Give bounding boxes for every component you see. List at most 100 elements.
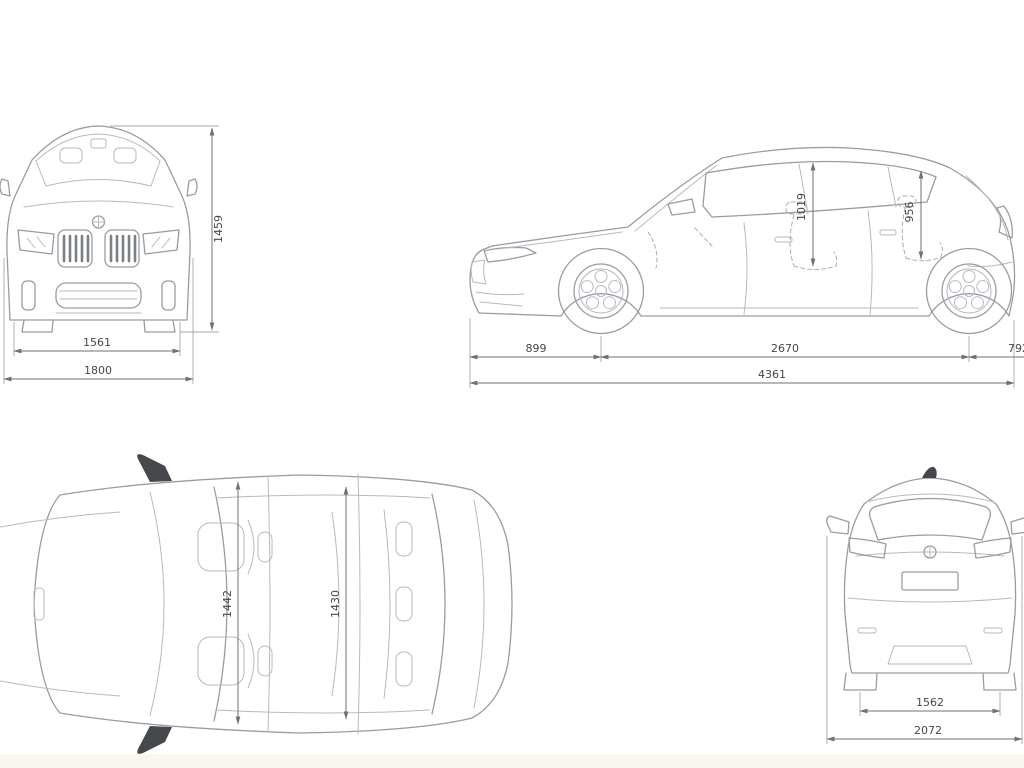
- rear-door-seam: [867, 210, 873, 316]
- front-view: 1459 1561 1800: [0, 125, 225, 384]
- reflector-left: [857, 627, 877, 634]
- spoiler-edge: [865, 493, 995, 503]
- dim-label-front-track: 1561: [83, 336, 111, 349]
- windshield-base: [149, 491, 165, 717]
- a-pillar-right: [150, 160, 161, 187]
- dim-interior-width-front: 1442: [221, 481, 241, 725]
- rear-view: 1562 2072: [826, 466, 1024, 744]
- mirror-top-left: [137, 454, 172, 482]
- front-lower-intake: [55, 282, 142, 309]
- hood-lines: [0, 511, 121, 697]
- interior-seats-dashed: [647, 195, 943, 270]
- headlight-left-detail: [26, 236, 46, 249]
- dim-width-mirrors: 2072: [826, 536, 1023, 744]
- roof-front-edge: [213, 486, 228, 722]
- rear-wheel-left: [843, 672, 878, 691]
- taillight-right: [973, 537, 1012, 559]
- front-wheel-right: [143, 319, 176, 333]
- hatch-seam: [965, 175, 1009, 241]
- side-body-outline: [469, 146, 1016, 317]
- headrest-right: [113, 147, 137, 164]
- license-plate: [901, 571, 959, 591]
- page-bottom-tint: [0, 754, 1024, 768]
- front-seats-top: [197, 519, 273, 689]
- front-body-outline: [6, 125, 191, 321]
- rear-bumper-top: [847, 597, 1013, 603]
- dim-height: 1459: [110, 125, 225, 333]
- side-view: 1019 956 899 2670 792 4361: [469, 146, 1024, 388]
- rear-mirror-right: [1010, 517, 1024, 535]
- rear-window-edge: [431, 493, 446, 715]
- door-handle-front: [774, 236, 793, 243]
- taillight-left: [848, 537, 887, 559]
- dim-width: 1800: [3, 258, 194, 384]
- dim-label-interior-width-front: 1442: [221, 590, 234, 618]
- rear-window: [868, 497, 992, 541]
- top-view: 1442 1430: [0, 454, 513, 754]
- hood-seam: [497, 231, 623, 250]
- front-bumper-line: [475, 291, 525, 307]
- dim-rear-track: 1562: [859, 692, 1001, 716]
- side-intake-left: [21, 280, 36, 311]
- intake-mesh: [59, 290, 138, 300]
- bmw-roundel-icon: [91, 215, 106, 229]
- dim-label-front-overhang: 899: [526, 342, 547, 355]
- dim-label-rear-track: 1562: [916, 696, 944, 709]
- dim-label-rear-overhang: 792: [1008, 342, 1024, 355]
- diffuser: [887, 645, 973, 665]
- side-intake-right: [161, 280, 176, 311]
- a-pillar-left: [35, 160, 47, 187]
- front-wheel: [557, 247, 645, 335]
- rear-body-outline: [843, 477, 1017, 674]
- dim-headroom-rear: 956: [903, 170, 924, 260]
- nose-grille: [470, 259, 487, 285]
- windshield-line: [634, 164, 718, 232]
- side-mirror-left: [0, 178, 11, 197]
- kidney-grille: [57, 229, 140, 268]
- reflector-right: [983, 627, 1003, 634]
- dim-label-wheelbase: 2670: [771, 342, 799, 355]
- hatch-edge: [473, 499, 485, 709]
- dim-label-height: 1459: [212, 215, 225, 243]
- dim-label-interior-width-rear: 1430: [329, 590, 342, 618]
- rearview-mirror: [90, 138, 107, 149]
- door-handle-rear: [879, 229, 897, 236]
- rear-bumper-line: [967, 261, 1013, 267]
- antenna-fin-icon: [922, 466, 937, 478]
- front-door-seam-top: [267, 475, 271, 733]
- rear-door-seam-top: [357, 473, 361, 735]
- dim-label-headroom-rear: 956: [903, 202, 916, 223]
- front-door-seam: [743, 222, 748, 315]
- windshield-top: [35, 133, 161, 162]
- rear-bench-top: [331, 509, 413, 699]
- windshield-bottom: [45, 179, 152, 187]
- dim-label-length: 4361: [758, 368, 786, 381]
- door-mirror: [667, 198, 696, 216]
- dim-headroom-front: 1019: [795, 162, 816, 267]
- headrest-left: [59, 147, 83, 164]
- headlight-right-detail: [151, 236, 171, 249]
- rear-wheel-right: [982, 672, 1017, 691]
- dim-label-headroom-front: 1019: [795, 193, 808, 221]
- headlight-right: [142, 229, 180, 255]
- mirror-bottom-left: [137, 726, 172, 754]
- dim-front-track: 1561: [13, 322, 181, 356]
- nose-grille-top: [33, 587, 45, 621]
- side-headlight: [483, 246, 537, 263]
- top-body-outline: [33, 474, 513, 734]
- roof-rails: [215, 494, 431, 714]
- side-glass-outline: [702, 160, 937, 218]
- b-pillar: [798, 163, 809, 215]
- dim-interior-width-rear: 1430: [329, 486, 349, 720]
- headlight-left: [17, 229, 55, 255]
- rear-mirror-left: [826, 515, 850, 535]
- hood-crease: [23, 200, 174, 208]
- dim-label-width-mirrors: 2072: [914, 724, 942, 737]
- c-pillar: [887, 166, 897, 208]
- dim-label-width: 1800: [84, 364, 112, 377]
- dim-bottom-row: 899 2670 792 4361: [469, 318, 1024, 388]
- bmw-roundel-rear-icon: [923, 545, 937, 559]
- front-wheel-left: [21, 319, 54, 333]
